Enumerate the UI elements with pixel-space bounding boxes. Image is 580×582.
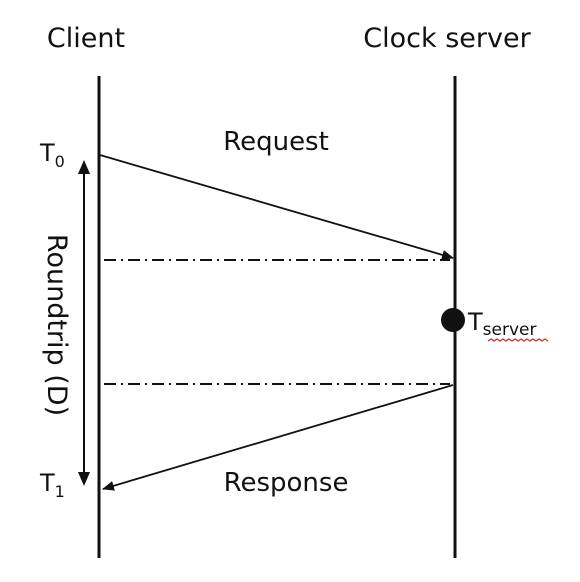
t1-subscript: 1 <box>55 482 65 501</box>
t1-base: T <box>39 469 55 497</box>
response-arrow <box>102 384 454 491</box>
server-label: Clock server <box>363 23 531 54</box>
roundtrip-arrowhead-bottom <box>78 472 90 486</box>
t0-base: T <box>39 139 55 167</box>
t1-label: T1 <box>39 469 65 501</box>
roundtrip-arrowhead-top <box>78 160 90 174</box>
response-label: Response <box>224 468 349 498</box>
roundtrip-label: Roundtrip (D) <box>41 234 72 416</box>
server-time-dot <box>441 308 465 332</box>
tserver-base: T <box>467 308 483 336</box>
tserver-subscript: server <box>483 320 537 340</box>
t0-label: T0 <box>39 139 65 171</box>
spellcheck-underline <box>487 338 549 342</box>
request-label: Request <box>223 127 329 157</box>
client-label: Client <box>47 23 125 54</box>
request-arrow <box>99 154 454 260</box>
tserver-label: Tserver <box>467 308 537 340</box>
t0-subscript: 0 <box>55 152 65 171</box>
